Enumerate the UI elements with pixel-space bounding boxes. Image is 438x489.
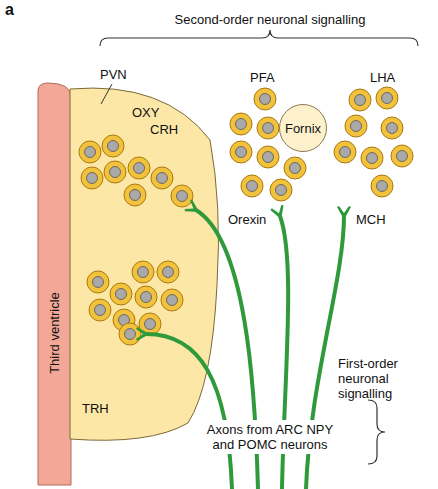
annotation-label: PFA: [250, 70, 275, 85]
node-shape: [38, 83, 71, 485]
node-shape: [280, 105, 327, 152]
node-shape: [70, 88, 218, 440]
node-outline: [38, 83, 71, 485]
annotation-label: First-order neuronal signalling: [338, 356, 414, 401]
annotation-label: Second-order neuronal signalling: [150, 12, 390, 27]
node-text: PVN: [100, 67, 127, 82]
node-text: TRH: [82, 401, 109, 416]
ventricle-band: Third ventricle: [38, 83, 71, 485]
annotation-label: Orexin: [228, 212, 266, 227]
cell-cluster: [334, 87, 413, 197]
node-text: Third ventricle: [47, 292, 62, 374]
annotation-label: LHA: [370, 70, 395, 85]
fornix-circle: Fornix: [279, 104, 327, 152]
panel-letter: a: [5, 2, 14, 17]
node-text: OXY: [132, 105, 159, 120]
node-text: Fornix: [285, 121, 321, 136]
bracket: [100, 30, 418, 46]
annotation-label: Axons from ARC NPY and POMC neurons: [195, 420, 345, 454]
node-text: CRH: [150, 122, 178, 137]
annotation-label: MCH: [356, 212, 386, 227]
bracket: [368, 400, 385, 464]
